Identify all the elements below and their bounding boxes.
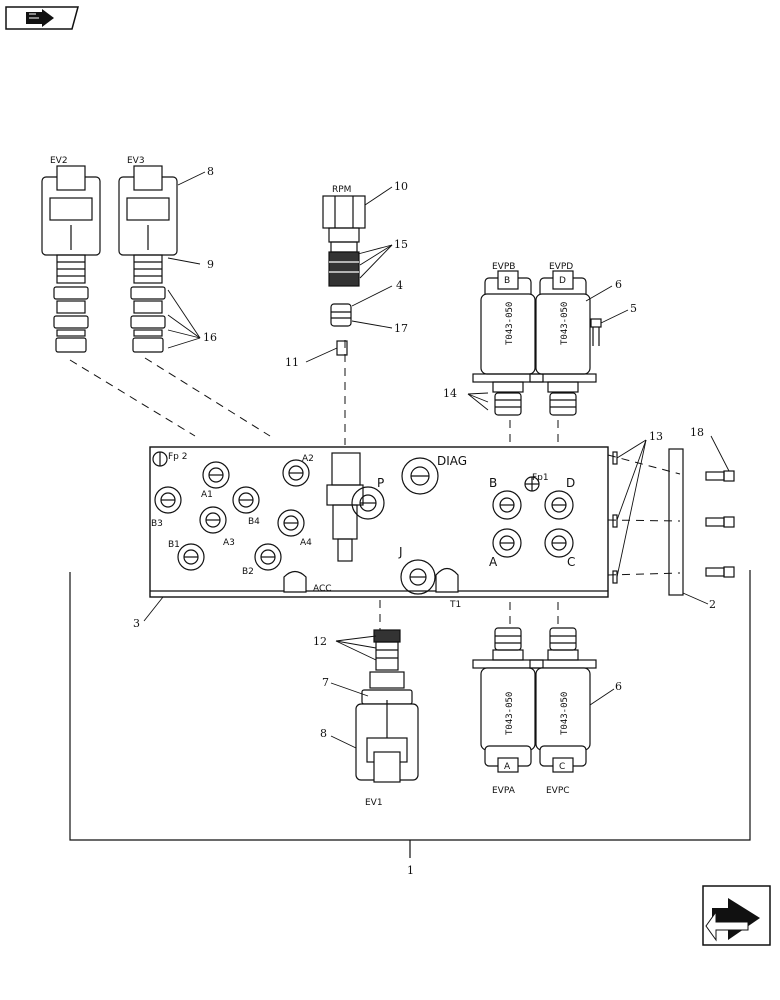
callout-8a: 8 — [207, 165, 214, 178]
port-acc: ACC — [313, 584, 332, 594]
callout-12: 12 — [313, 635, 327, 648]
callout-18: 18 — [690, 426, 704, 439]
port-holes — [152, 451, 574, 595]
label-ev3: EV3 — [127, 156, 145, 166]
port-b3: B3 — [151, 519, 163, 529]
screw-5 — [590, 318, 602, 346]
port-p: P — [377, 476, 384, 490]
port-fp1: Fp1 — [532, 473, 549, 483]
inserted-cartridge — [326, 452, 364, 562]
callout-6a: 6 — [615, 278, 622, 291]
callout-3: 3 — [133, 617, 140, 630]
port-a4: A4 — [300, 538, 312, 548]
port-c: C — [567, 555, 575, 569]
callout-11: 11 — [285, 356, 299, 369]
solenoid-ev1 — [355, 629, 419, 783]
coil-evpc: T043-050 C — [529, 627, 597, 773]
screws-18 — [705, 470, 735, 578]
svg-text:T043-050: T043-050 — [560, 302, 570, 345]
callout-6b: 6 — [615, 680, 622, 693]
label-rpm: RPM — [332, 185, 351, 195]
svg-text:T043-050: T043-050 — [505, 302, 515, 345]
solenoid-ev3 — [118, 165, 178, 353]
callout-5: 5 — [630, 302, 637, 315]
callout-8b: 8 — [320, 727, 327, 740]
port-j: J — [398, 545, 403, 559]
plate-2 — [668, 448, 684, 596]
port-a3: A3 — [223, 538, 235, 548]
callout-15: 15 — [394, 238, 408, 251]
next-page-arrow-icon[interactable] — [702, 885, 771, 946]
callout-leaders — [143, 171, 730, 749]
svg-text:T043-050: T043-050 — [505, 692, 515, 735]
port-b4: B4 — [248, 517, 260, 527]
cap-a: A — [504, 762, 511, 772]
callout-1: 1 — [407, 864, 414, 877]
solenoid-ev2 — [41, 165, 101, 353]
callout-7: 7 — [322, 676, 329, 689]
label-evpd: EVPD — [549, 262, 573, 272]
port-b: B — [489, 476, 497, 490]
callout-10: 10 — [394, 180, 408, 193]
plugs — [283, 567, 459, 593]
book-arrow-icon[interactable] — [5, 6, 79, 30]
washers-13 — [612, 451, 618, 584]
port-a1: A1 — [201, 490, 213, 500]
callout-2: 2 — [709, 598, 716, 611]
port-b1: B1 — [168, 540, 180, 550]
callout-16: 16 — [203, 331, 217, 344]
port-t1: T1 — [449, 600, 461, 610]
label-evpc: EVPC — [546, 786, 570, 796]
coil-evpd: T043-050 D — [529, 270, 597, 416]
port-fp2: Fp 2 — [168, 452, 187, 462]
cap-d: D — [559, 276, 566, 286]
assembly-bracket — [69, 570, 751, 858]
label-ev1: EV1 — [365, 798, 383, 808]
cap-c: C — [559, 762, 565, 772]
label-evpb: EVPB — [492, 262, 515, 272]
callout-14: 14 — [443, 387, 457, 400]
callout-4: 4 — [396, 279, 403, 292]
port-labels: Fp 2 A1 A2 A3 A4 B1 B2 B3 B4 P DIAG Fp1 … — [151, 452, 575, 610]
port-a2: A2 — [302, 454, 314, 464]
callout-13: 13 — [649, 430, 663, 443]
coil-evpb: T043-050 B — [472, 270, 544, 416]
svg-text:T043-050: T043-050 — [560, 692, 570, 735]
port-a: A — [489, 555, 498, 569]
label-evpa: EVPA — [492, 786, 516, 796]
callout-numbers: 1 2 3 4 5 6 6 7 8 8 9 10 11 12 13 14 15 … — [133, 165, 716, 877]
component-labels: EV2 EV3 RPM EVPB EVPD EVPA EVPC EV1 — [50, 156, 573, 808]
port-d: D — [566, 476, 575, 490]
coil-evpa: T043-050 A — [472, 627, 544, 773]
port-b2: B2 — [242, 567, 254, 577]
callout-17: 17 — [394, 322, 408, 335]
rpm-valve — [322, 195, 366, 356]
valve-block — [149, 446, 609, 598]
callout-9: 9 — [207, 258, 214, 271]
cap-b: B — [504, 276, 510, 286]
label-ev2: EV2 — [50, 156, 68, 166]
port-diag: DIAG — [437, 454, 467, 468]
